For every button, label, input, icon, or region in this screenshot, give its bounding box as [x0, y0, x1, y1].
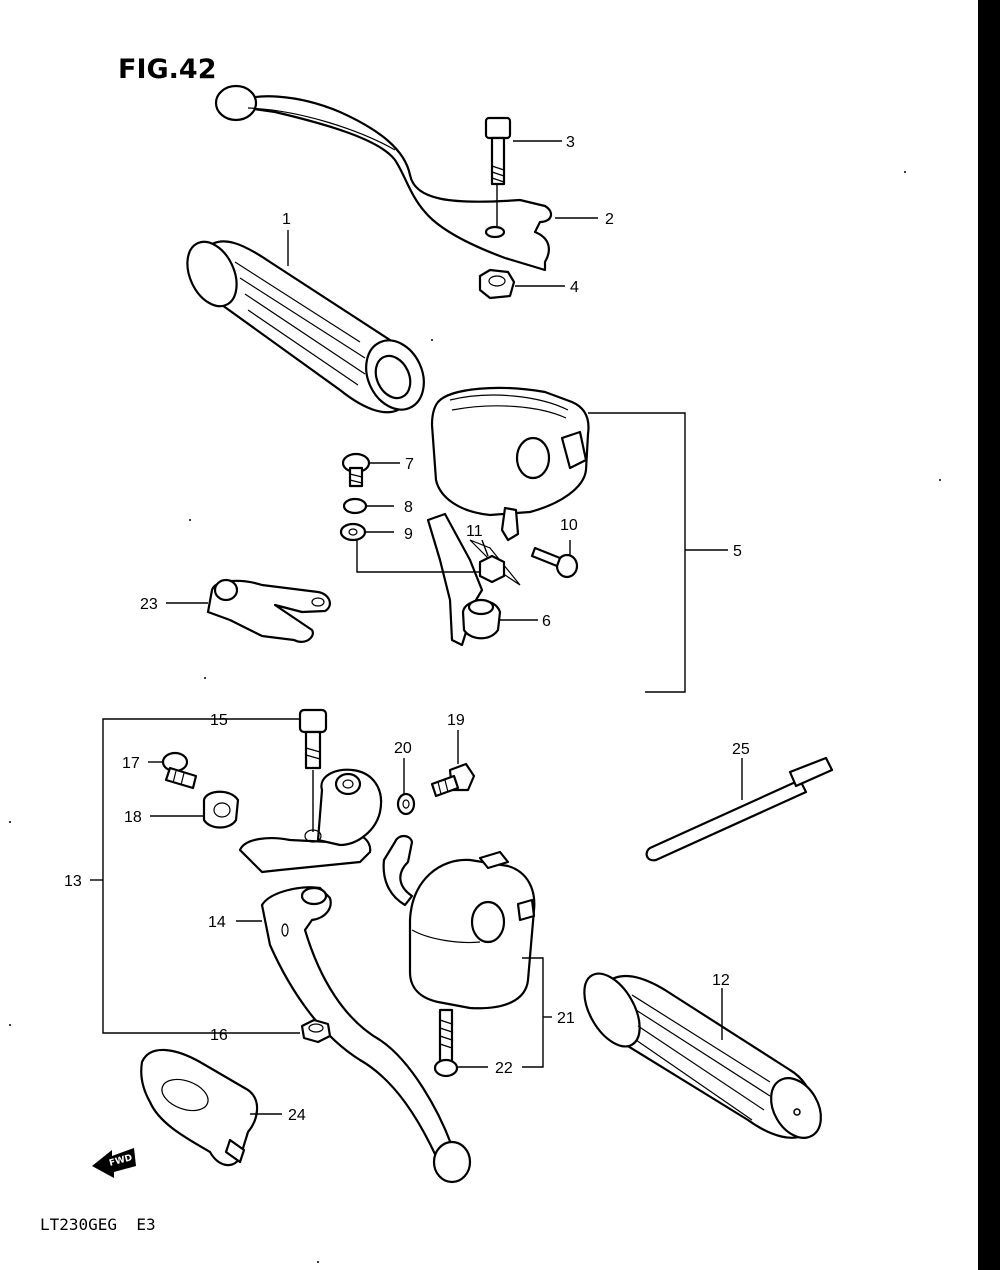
callout-5: 5	[733, 543, 742, 560]
callout-19: 19	[447, 712, 465, 729]
choke-knob-6	[461, 598, 502, 640]
callout-23: 23	[140, 596, 158, 613]
leader-lines	[90, 140, 743, 1115]
bolt-15	[298, 708, 328, 832]
washer-9	[339, 522, 367, 542]
callout-21: 21	[557, 1010, 575, 1027]
grip-left	[186, 240, 425, 414]
screw-22	[433, 1008, 459, 1078]
callout-24: 24	[288, 1107, 306, 1124]
callout-9: 9	[404, 526, 413, 543]
callout-25: 25	[732, 741, 750, 758]
adjuster-17	[161, 751, 198, 790]
callout-12: 12	[712, 972, 730, 989]
callout-2: 2	[605, 211, 614, 228]
callout-16: 16	[210, 1027, 228, 1044]
brake-lever	[214, 84, 553, 272]
model-code: LT230GEG E3	[40, 1215, 156, 1234]
callout-17: 17	[122, 755, 140, 772]
clutch-bracket	[238, 768, 383, 874]
callout-11: 11	[466, 523, 483, 540]
callout-18: 18	[124, 809, 142, 826]
callout-3: 3	[566, 134, 575, 151]
grip-right	[583, 972, 822, 1139]
bracket-23	[206, 578, 331, 643]
callout-20: 20	[394, 740, 412, 757]
callout-6: 6	[542, 613, 551, 630]
stray-marks	[9, 171, 941, 1263]
lock-washer-8	[342, 497, 368, 515]
nut-16	[300, 1018, 332, 1044]
callout-7: 7	[405, 456, 414, 473]
switch-housing-left	[430, 386, 590, 542]
callout-8: 8	[404, 499, 413, 516]
callout-22: 22	[495, 1060, 513, 1077]
nut-11	[478, 554, 506, 584]
callout-14: 14	[208, 914, 226, 931]
switch-housing-right	[382, 834, 536, 1010]
callout-numbers: 1 2 3 4 5 6 7 8 9 10 11 12 13 14 15 16 1…	[64, 134, 750, 1124]
callout-1: 1	[282, 211, 291, 228]
fwd-arrow-icon: FWD	[92, 1148, 136, 1178]
cable-tie-25	[645, 756, 834, 862]
callout-15: 15	[210, 712, 228, 729]
nut-4	[478, 268, 516, 300]
callout-13: 13	[64, 873, 82, 890]
locknut-18	[202, 790, 240, 829]
screw-10	[530, 546, 579, 579]
screw-19	[430, 762, 476, 798]
callout-10: 10	[560, 517, 578, 534]
bolt-3	[484, 116, 512, 228]
washer-20	[396, 792, 416, 816]
figure-title: FIG.42	[118, 54, 216, 85]
clutch-lever	[260, 886, 472, 1184]
lever-cover-24	[140, 1048, 259, 1167]
screw-7	[341, 452, 371, 488]
page-edge-bar	[978, 0, 1000, 1270]
callout-4: 4	[570, 279, 579, 296]
